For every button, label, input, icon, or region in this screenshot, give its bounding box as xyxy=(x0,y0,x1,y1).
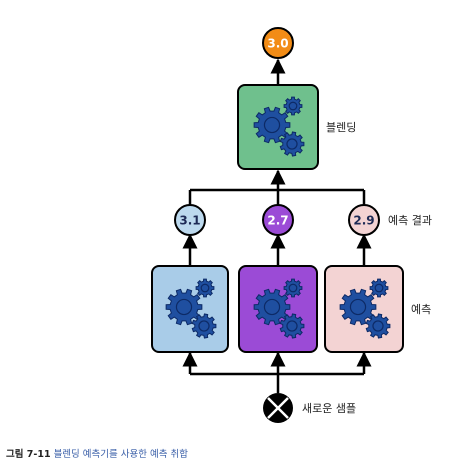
gear-icon xyxy=(339,278,391,339)
prediction-value-1: 3.1 xyxy=(179,214,200,228)
prediction-node-3 xyxy=(348,204,380,236)
blending-diagram: 3.0 블렌딩 3.1 2.7 2.9 예측 결과 예측 새로운 샘플 xyxy=(151,27,432,423)
blender-label: 블렌딩 xyxy=(326,121,356,134)
figure-title: 블렌딩 예측기를 사용한 예측 취합 xyxy=(53,449,189,460)
prediction-value-3: 2.9 xyxy=(353,214,374,228)
gear-icon xyxy=(253,96,305,157)
gear-icon xyxy=(165,278,217,339)
prediction-node-1 xyxy=(174,204,206,236)
connectors xyxy=(182,58,372,393)
prediction-value-2: 2.7 xyxy=(267,214,288,228)
input-label: 새로운 샘플 xyxy=(302,402,356,415)
gear-icon xyxy=(253,278,305,339)
predictions-label: 예측 결과 xyxy=(388,214,432,227)
input-sample-icon xyxy=(263,393,293,423)
prediction-node-2 xyxy=(262,204,294,236)
predictors-label: 예측 xyxy=(411,303,431,316)
figure-number: 그림 7-11 xyxy=(6,449,51,460)
output-node xyxy=(262,27,294,59)
output-value: 3.0 xyxy=(267,37,288,51)
